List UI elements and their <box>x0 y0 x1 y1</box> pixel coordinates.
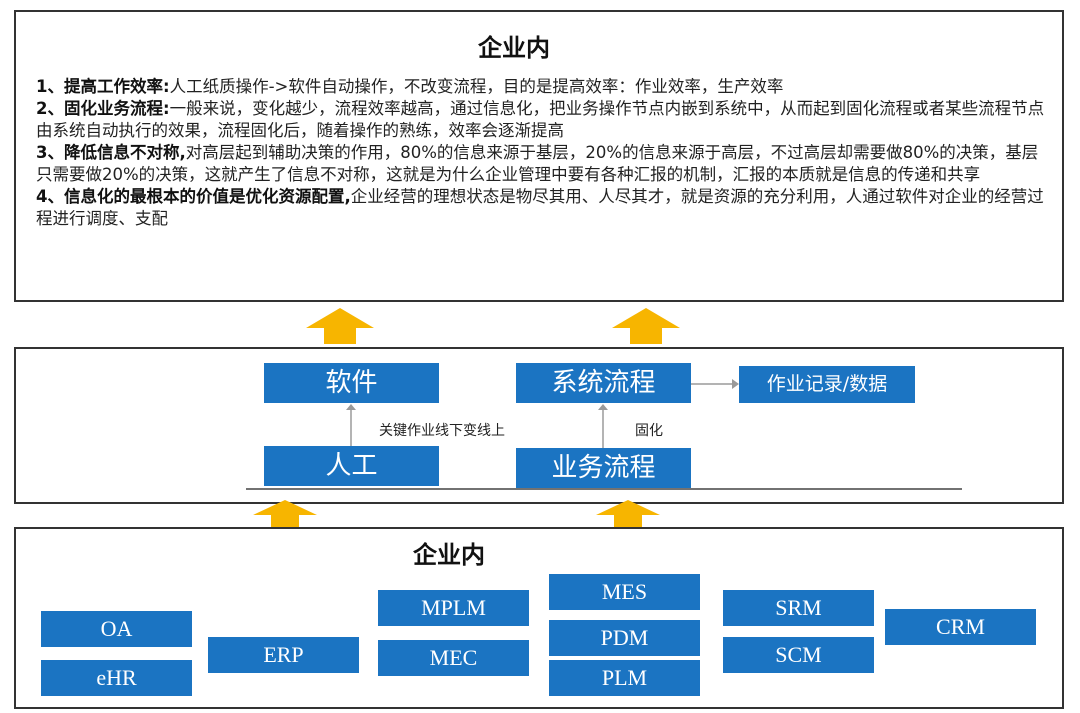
business-flow-box: 业务流程 <box>516 448 691 488</box>
point-4-heading: 4、信息化的最根本的价值是优化资源配置, <box>36 187 351 206</box>
point-2-text: 一般来说，变化越少，流程效率越高，通过信息化，把业务操作节点内嵌到系统中，从而起… <box>36 99 1045 140</box>
records-box: 作业记录/数据 <box>739 366 915 403</box>
system-ehr: eHR <box>41 660 192 696</box>
system-plm: PLM <box>549 660 700 696</box>
point-2: 2、固化业务流程:一般来说，变化越少，流程效率越高，通过信息化，把业务操作节点内… <box>36 98 1051 142</box>
bottom-panel: 企业内 OA eHR ERP MPLM MEC MES PDM PLM SRM … <box>14 527 1064 709</box>
label-online: 关键作业线下变线上 <box>379 423 505 439</box>
point-1-heading: 1、提高工作效率: <box>36 77 170 96</box>
point-4: 4、信息化的最根本的价值是优化资源配置,企业经营的理想状态是物尽其用、人尽其才，… <box>36 186 1051 230</box>
up-arrow-right-top <box>612 308 680 344</box>
top-panel: 企业内 1、提高工作效率:人工纸质操作->软件自动操作，不改变流程，目的是提高效… <box>14 10 1064 302</box>
system-scm: SCM <box>723 637 874 673</box>
system-oa: OA <box>41 611 192 647</box>
up-arrow-left-top <box>306 308 374 344</box>
up-arrow-left-bottom <box>253 500 317 528</box>
system-flow-box: 系统流程 <box>516 363 691 403</box>
point-2-heading: 2、固化业务流程: <box>36 99 170 118</box>
point-3-heading: 3、降低信息不对称, <box>36 143 186 162</box>
system-crm: CRM <box>885 609 1036 645</box>
flow-connectors <box>246 379 962 490</box>
system-mec: MEC <box>378 640 529 676</box>
middle-panel: 软件 系统流程 作业记录/数据 人工 业务流程 关键作业线下变线上 固化 <box>14 347 1064 504</box>
system-srm: SRM <box>723 590 874 626</box>
point-1-text: 人工纸质操作->软件自动操作，不改变流程，目的是提高效率：作业效率，生产效率 <box>169 77 784 96</box>
bottom-panel-title: 企业内 <box>413 541 485 569</box>
top-panel-title: 企业内 <box>478 34 550 62</box>
software-box: 软件 <box>264 363 439 403</box>
point-1: 1、提高工作效率:人工纸质操作->软件自动操作，不改变流程，目的是提高效率：作业… <box>36 76 1051 98</box>
system-mplm: MPLM <box>378 590 529 626</box>
label-solidify: 固化 <box>635 423 663 439</box>
system-mes: MES <box>549 574 700 610</box>
up-arrow-right-bottom <box>596 500 660 528</box>
points-list: 1、提高工作效率:人工纸质操作->软件自动操作，不改变流程，目的是提高效率：作业… <box>36 76 1051 230</box>
point-3: 3、降低信息不对称,对高层起到辅助决策的作用，80%的信息来源于基层，20%的信… <box>36 142 1051 186</box>
point-4-text: 企业经营的理想状态是物尽其用、人尽其才，就是资源的充分利用，人通过软件对企业的经… <box>36 187 1044 228</box>
system-pdm: PDM <box>549 620 700 656</box>
manual-box: 人工 <box>264 446 439 486</box>
system-erp: ERP <box>208 637 359 673</box>
point-3-text: 对高层起到辅助决策的作用，80%的信息来源于基层，20%的信息来源于高层，不过高… <box>36 143 1039 184</box>
